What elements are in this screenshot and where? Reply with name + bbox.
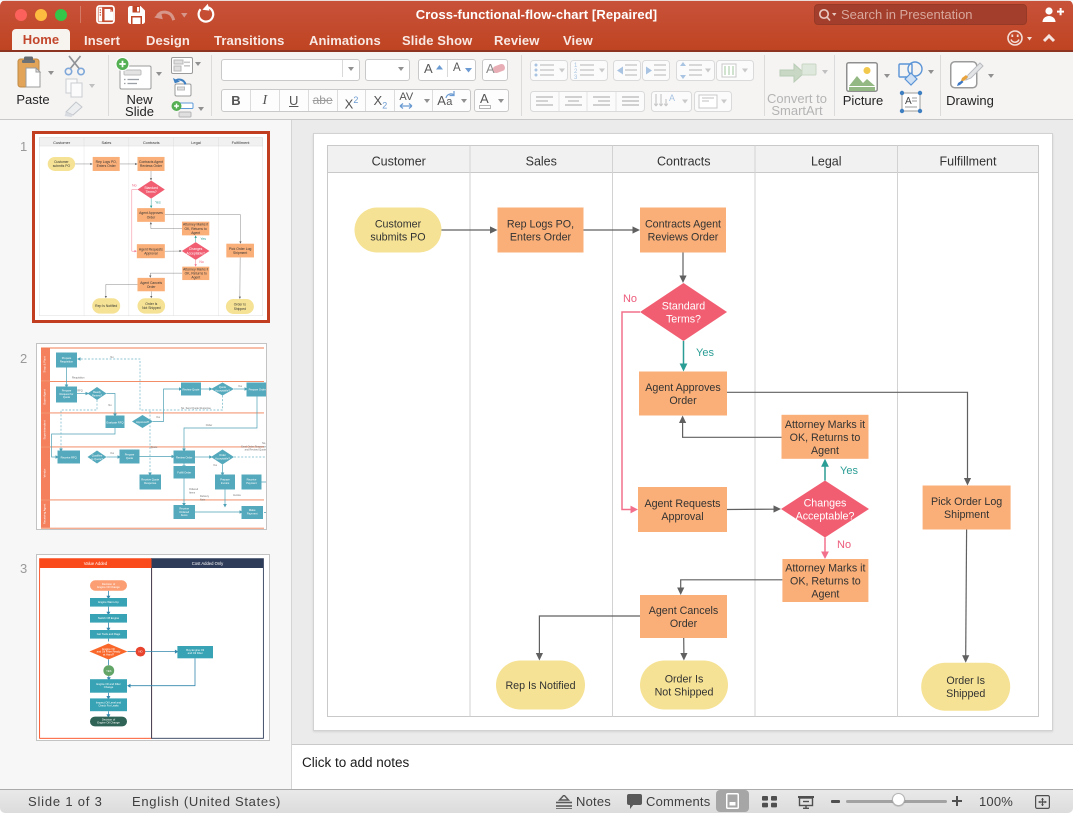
svg-text:Requisition: Requisition: [72, 377, 85, 380]
svg-text:No: No: [110, 356, 114, 359]
svg-text:A: A: [669, 93, 675, 103]
svg-text:Ready: Ready: [93, 390, 101, 394]
svg-text:Ordered: Ordered: [179, 510, 189, 514]
svg-text:Yes: Yes: [110, 452, 115, 455]
svg-text:Receive: Receive: [179, 507, 189, 511]
svg-text:Quote: Quote: [63, 395, 71, 399]
svg-text:Ordered: Ordered: [189, 488, 199, 491]
svg-text:No: No: [108, 404, 112, 407]
svg-text:Review?: Review?: [92, 393, 103, 397]
svg-text:Order: Order: [219, 453, 226, 457]
svg-text:Invoice: Invoice: [221, 481, 230, 485]
svg-text:Prepare: Prepare: [62, 389, 72, 393]
svg-text:Send Order Response: Send Order Response: [241, 445, 266, 448]
svg-text:Order: Order: [206, 424, 213, 427]
svg-text:RFQ: RFQ: [77, 390, 82, 393]
svg-text:No, Send Quote Response: No, Send Quote Response: [181, 407, 211, 410]
svg-text:Receiving Agent: Receiving Agent: [43, 504, 47, 524]
svg-text:YES: YES: [106, 669, 112, 673]
svg-text:Delivery: Delivery: [200, 495, 210, 498]
svg-text:Buy Engine Oil: Buy Engine Oil: [186, 648, 204, 652]
svg-text:Quote: Quote: [219, 385, 227, 389]
svg-text:Engine Oil Change: Engine Oil Change: [97, 585, 120, 589]
svg-text:Get Tools and Rags: Get Tools and Rags: [97, 632, 121, 636]
svg-text:Prepare: Prepare: [125, 453, 135, 457]
svg-text:Check For Leaks: Check For Leaks: [98, 704, 119, 708]
svg-text:1: 1: [574, 63, 578, 69]
svg-text:Yes: Yes: [213, 464, 218, 467]
svg-text:Switch Off Engine: Switch Off Engine: [98, 616, 120, 620]
svg-text:Prepare Order: Prepare Order: [249, 388, 266, 392]
svg-text:Acceptable?: Acceptable?: [215, 388, 230, 392]
svg-text:at Hand?: at Hand?: [103, 652, 114, 656]
svg-text:and Revised Quote: and Revised Quote: [245, 449, 266, 452]
svg-text:Make: Make: [249, 508, 256, 512]
svg-text:Yes: Yes: [238, 385, 243, 388]
svg-text:to Quote?: to Quote?: [91, 457, 103, 461]
svg-text:Engine Warm-Up: Engine Warm-Up: [98, 600, 119, 604]
svg-text:Change: Change: [104, 685, 114, 689]
svg-text:Note: Note: [200, 498, 206, 501]
svg-text:3: 3: [574, 75, 578, 81]
svg-text:Quote: Quote: [126, 456, 134, 460]
svg-text:Payment: Payment: [246, 481, 257, 485]
svg-text:Inspect Oil Level and: Inspect Oil Level and: [96, 701, 122, 705]
svg-text:NO: NO: [138, 650, 142, 654]
svg-text:Response: Response: [144, 481, 157, 485]
svg-text:Shop & Plant: Shop & Plant: [43, 356, 47, 373]
svg-text:Fulfill Order: Fulfill Order: [177, 471, 191, 475]
svg-text:Superintendent: Superintendent: [43, 420, 47, 439]
svg-text:and Oil Filter Ready: and Oil Filter Ready: [97, 650, 121, 654]
svg-text:Engine Oil Change: Engine Oil Change: [97, 721, 120, 725]
svg-text:A: A: [905, 96, 912, 107]
svg-text:Engine Oil and Filter: Engine Oil and Filter: [96, 682, 120, 686]
svg-text:Qualifies: Qualifies: [92, 454, 103, 458]
svg-text:Quote: Quote: [151, 446, 158, 449]
svg-text:2: 2: [574, 69, 578, 75]
svg-text:Review Order: Review Order: [176, 456, 193, 460]
svg-text:Receive: Receive: [247, 478, 257, 482]
svg-text:Value Added: Value Added: [84, 561, 108, 566]
svg-text:Review Quote: Review Quote: [183, 388, 200, 392]
svg-text:Approved?: Approved?: [136, 420, 150, 424]
svg-text:Receive Quote: Receive Quote: [141, 478, 159, 482]
svg-text:Invoice: Invoice: [233, 494, 242, 497]
svg-text:Evaluate RFQ: Evaluate RFQ: [107, 421, 124, 425]
svg-text:Yes: Yes: [156, 416, 161, 419]
svg-text:Decision of: Decision of: [102, 718, 116, 722]
svg-text:Receive RFQ: Receive RFQ: [61, 456, 77, 460]
svg-text:Decision of: Decision of: [102, 582, 116, 586]
svg-text:Items: Items: [189, 491, 196, 494]
svg-text:Prepare: Prepare: [220, 478, 230, 482]
svg-text:Prepare: Prepare: [62, 356, 72, 360]
svg-text:Buyer Agent: Buyer Agent: [43, 389, 47, 404]
svg-text:Request for: Request for: [60, 392, 74, 396]
svg-text:Payment: Payment: [247, 511, 258, 515]
svg-text:Vendor: Vendor: [43, 469, 47, 478]
svg-text:and Oil Filter: and Oil Filter: [188, 651, 203, 655]
svg-text:Requisition: Requisition: [60, 360, 74, 364]
svg-text:Engine Oil: Engine Oil: [102, 647, 115, 651]
svg-text:Items: Items: [181, 513, 188, 517]
svg-text:Cost Added Only: Cost Added Only: [192, 561, 224, 566]
svg-text:Acceptable?: Acceptable?: [215, 456, 230, 460]
svg-text:No,: No,: [262, 442, 266, 445]
